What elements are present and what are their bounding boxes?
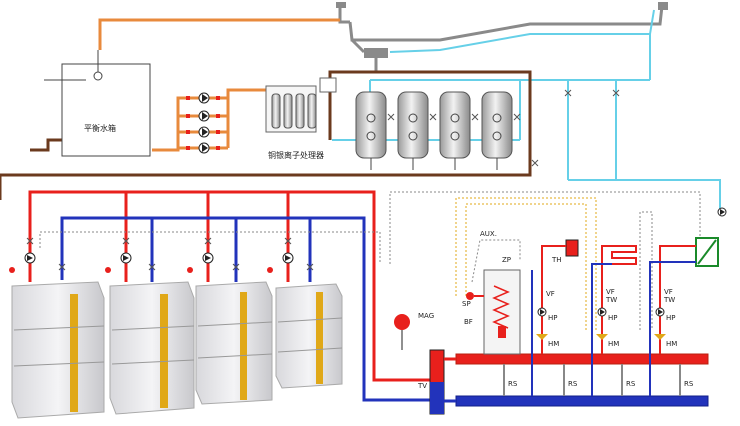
- dhw-storage-tank: AUX. ZP SP BF: [462, 230, 521, 355]
- distribution-manifolds: [444, 353, 709, 407]
- pump-icon: [120, 252, 132, 264]
- skimmer-box: [364, 48, 388, 58]
- return-check-valves: RS RS RS RS: [503, 364, 694, 396]
- pump-icon: [597, 307, 607, 317]
- boiler-cold-water-return: [60, 216, 430, 402]
- vf1-label: VF: [546, 290, 555, 298]
- mixing-valve-icon: [536, 334, 548, 340]
- hp3-label: HP: [666, 314, 676, 322]
- hp1-label: HP: [548, 314, 558, 322]
- pump-icon: [24, 252, 36, 264]
- rs4-label: RS: [684, 380, 694, 388]
- hp2-label: HP: [608, 314, 618, 322]
- th-label: TH: [551, 256, 562, 264]
- balance-water-tank: 平衡水箱: [44, 50, 151, 157]
- pump-icon: [466, 292, 474, 300]
- pool-return-piping: [336, 2, 668, 72]
- rs2-label: RS: [568, 380, 578, 388]
- sand-filter-bank: [355, 89, 620, 170]
- thermostat-box: [565, 239, 579, 257]
- circulation-pump-bank: [186, 92, 220, 154]
- mag-label: MAG: [418, 312, 434, 320]
- vf2-label: VF: [606, 288, 615, 296]
- pump-valves: [186, 96, 220, 150]
- pump-icon: [198, 142, 210, 154]
- boiler-pumps: [9, 237, 314, 273]
- ionizer-label: 铜银离子处理器: [268, 150, 324, 160]
- sand-filter: [397, 91, 429, 170]
- pump-icon: [717, 207, 727, 217]
- boiler: [275, 283, 343, 389]
- mag-expansion-vessel: MAG: [394, 312, 434, 350]
- filter-valves: [387, 89, 620, 167]
- bf-label: BF: [464, 318, 473, 326]
- hydraulic-separator: TV: [417, 349, 445, 415]
- pump-icon: [202, 252, 214, 264]
- hm2-label: HM: [608, 340, 619, 348]
- heating-circuit-th: TH VF HP HM: [531, 239, 579, 396]
- heating-circuit-pool-exchanger: VF TW HP HM: [649, 207, 727, 396]
- zp-label: ZP: [502, 256, 511, 264]
- boiler: [109, 281, 195, 415]
- pool-outlet-fitting: [658, 2, 668, 10]
- pump-icon: [282, 252, 294, 264]
- tw3-label: TW: [663, 296, 675, 304]
- mixing-valve-icon: [596, 334, 608, 340]
- pump-icon: [198, 110, 210, 122]
- vf3-label: VF: [664, 288, 673, 296]
- heating-circuit-floor: VF TW HP HM: [591, 245, 637, 396]
- boiler: [195, 281, 273, 405]
- pump-icon: [198, 126, 210, 138]
- tv-label: TV: [417, 382, 427, 390]
- hm3-label: HM: [666, 340, 677, 348]
- boiler-units: [11, 281, 343, 419]
- pump-icon: [655, 307, 665, 317]
- sand-filter: [481, 91, 513, 170]
- tank-label: 平衡水箱: [84, 123, 116, 133]
- rs1-label: RS: [508, 380, 518, 388]
- pump-icon: [198, 92, 210, 104]
- boiler: [11, 281, 105, 419]
- pump-icon: [537, 307, 547, 317]
- sp-label: SP: [462, 300, 471, 308]
- pool-inlet-fitting: [336, 2, 346, 8]
- sand-filter: [439, 91, 471, 170]
- copper-silver-ionizer: 铜银离子处理器: [265, 77, 337, 160]
- heating-element: [498, 326, 506, 338]
- sand-filter: [355, 91, 387, 170]
- hm1-label: HM: [548, 340, 559, 348]
- tw2-label: TW: [605, 296, 617, 304]
- mixing-valve-icon: [654, 334, 666, 340]
- floor-heating-coil: [611, 245, 637, 265]
- rs3-label: RS: [626, 380, 636, 388]
- aux-label: AUX.: [480, 230, 497, 238]
- ionizer-controller: [319, 77, 337, 93]
